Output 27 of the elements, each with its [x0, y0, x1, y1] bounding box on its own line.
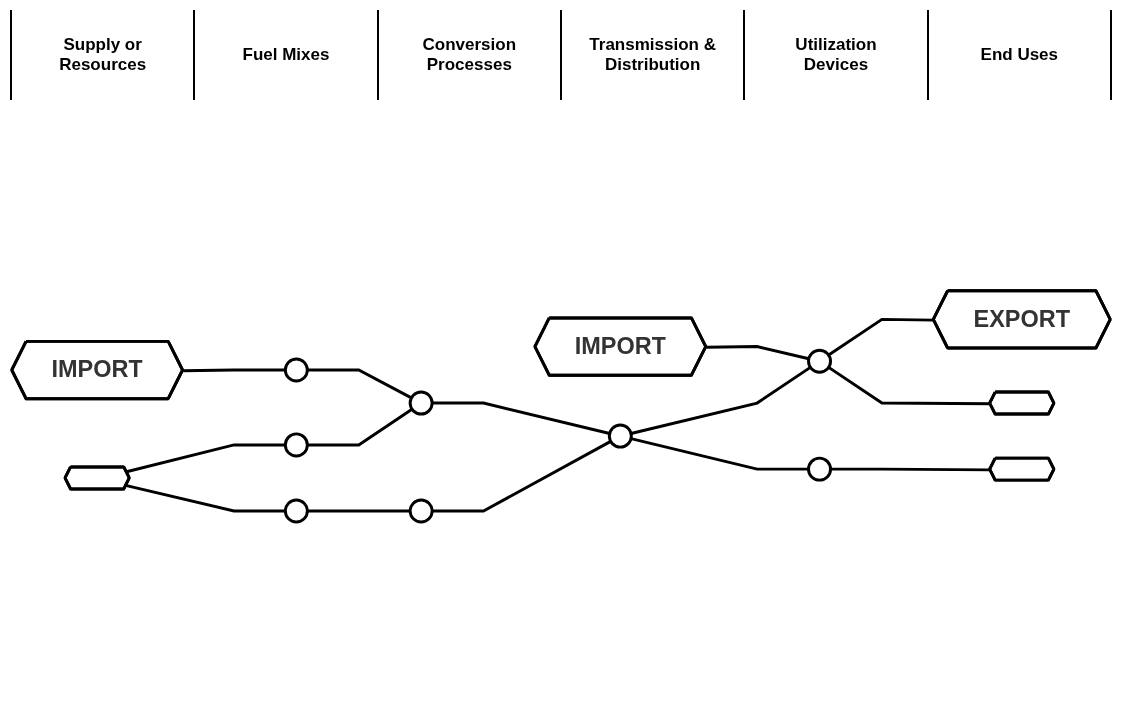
connector [307, 368, 413, 400]
connector [307, 408, 413, 447]
connector [183, 368, 286, 373]
connector [630, 366, 812, 436]
node-circle [408, 390, 434, 416]
node-circle [807, 456, 832, 482]
stage-label: Supply or Resources [58, 35, 148, 75]
connector [307, 509, 411, 513]
connector [126, 443, 286, 474]
stage-label: End Uses [980, 45, 1059, 65]
connector [827, 318, 935, 357]
connector [827, 366, 991, 406]
node-circle [607, 423, 633, 449]
stage-label: Conversion Processes [421, 35, 518, 75]
connector [630, 437, 809, 471]
node-circle [283, 432, 309, 458]
node-circle [807, 348, 832, 374]
stage-label: Transmission & Distribution [588, 35, 717, 75]
node-circle [408, 498, 434, 524]
connector [432, 440, 612, 513]
stage-label: Utilization Devices [794, 35, 878, 75]
node-circle [283, 357, 309, 383]
stage-label: Fuel Mixes [242, 45, 330, 65]
connector [432, 401, 610, 436]
node-circle [283, 498, 309, 524]
connector [830, 467, 991, 472]
connector [126, 484, 286, 513]
